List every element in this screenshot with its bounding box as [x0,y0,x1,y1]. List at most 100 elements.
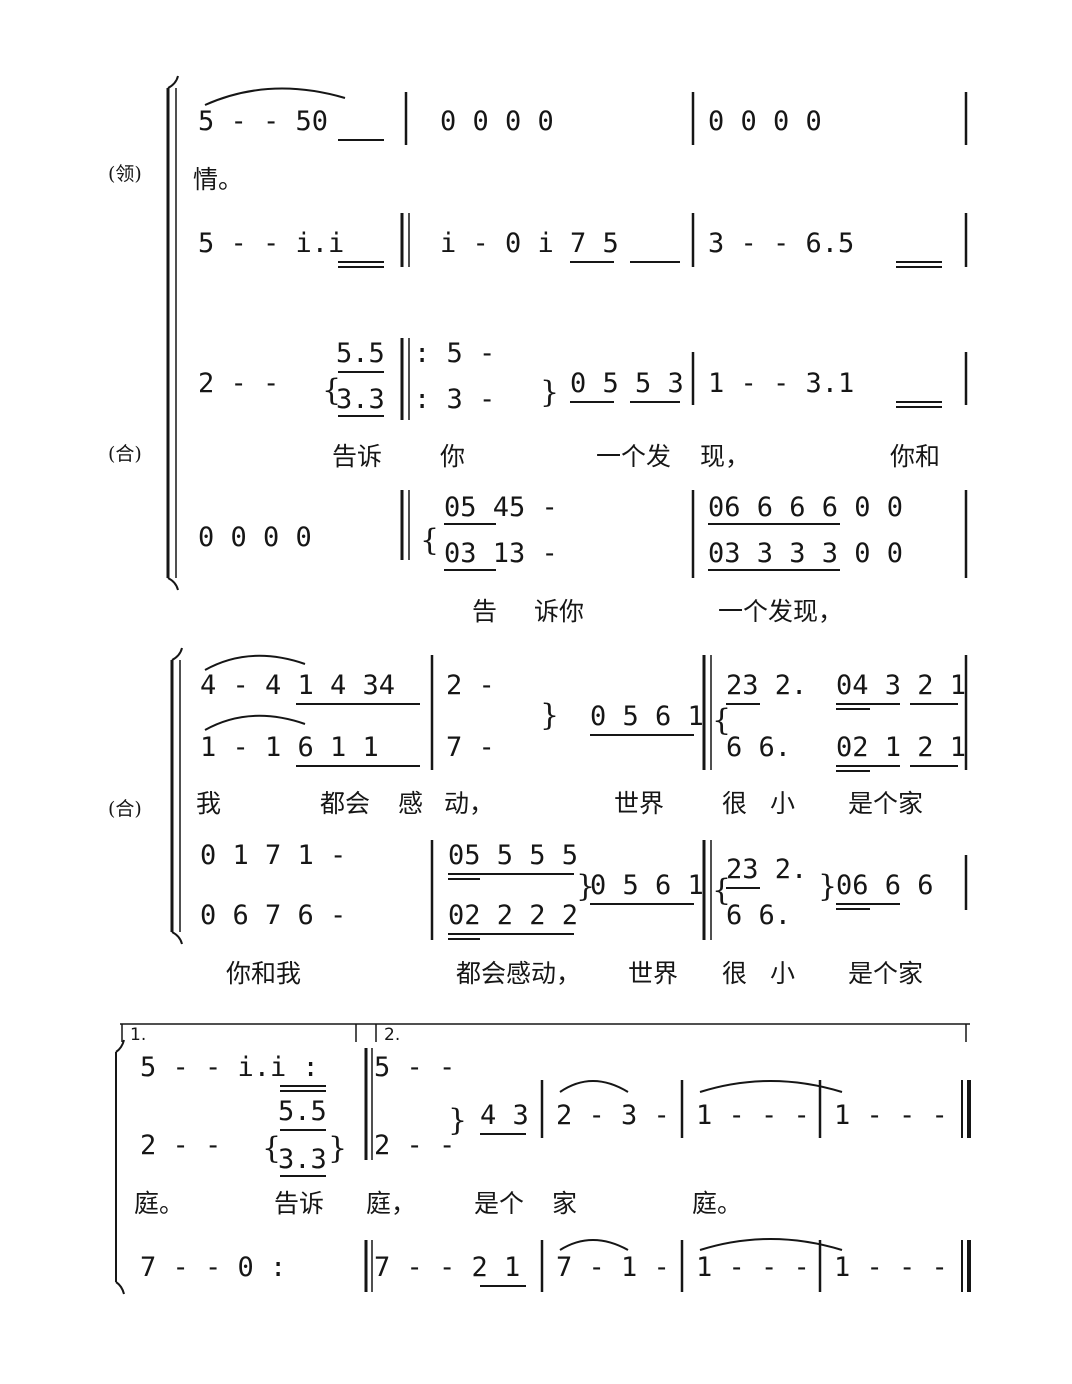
sys2-bass-top-2: 05 5 5 5 [448,840,578,871]
sys2-lyric-lower-4: 很 [722,959,747,988]
sys2-sop-measure-4: 04 3 2 1 [836,670,966,701]
sys2-bass-bottom-2: 02 2 2 2 [448,900,578,931]
chorus-alto-pickup: 2 - - [198,368,279,399]
sys2-alto-measure-1: 1 - 1 6 1 1 [200,732,379,763]
part-label-lead: (领) [108,163,142,185]
sys3-upper-ending-1: 5 - - i.i : [140,1052,319,1083]
svg-text:}: } [818,869,837,904]
part-label-chorus: (合) [108,443,142,465]
sys2-lyric-4: 动， [444,789,494,818]
sys2-sop-measure-3: 23 2. [726,670,807,701]
chorus-sop-measure-1: i - 0 i 7 5 [440,228,619,259]
chorus-alto-div-top: 5.5 [336,338,385,369]
lyric-4: 现， [700,442,750,471]
sys2-lyric-6: 很 [722,789,747,818]
system-2: (合) 4 - 4 1 4 34 2 - } 0 5 6 1 { 23 2. 0… [108,647,968,988]
sys3-bass-measure-3: 1 - - - [834,1252,948,1283]
sys2-bass-top-1: 0 1 7 1 - [200,840,346,871]
lead-measure-3: 0 0 0 0 [708,106,822,137]
sys2-lyric-7: 小 [770,789,795,818]
chorus-sop-pickup: 5 - - i.i [198,228,344,259]
sys2-alto-measure-4: 02 1 2 1 [836,732,966,763]
chorus-alto-measure-2: 1 - - 3.1 [708,368,854,399]
chorus-alto-repeat-bottom: : 3 - [414,384,495,415]
chorus-bass-top-2: 06 6 6 6 0 0 [708,492,903,523]
sys3-lower-div-bottom: 3.3 [278,1144,327,1175]
sys2-bass-top-4: 06 6 6 [836,870,934,901]
system-1: (领) (合) 5 - - 50 0 0 0 0 0 0 0 0 情。 5 - … [108,75,968,626]
slur [204,87,346,106]
sys2-lyric-5: 世界 [614,789,664,818]
sys2-lyric-8: 是个家 [848,789,923,818]
sys2-sop-pickup: 0 5 6 1 [590,701,704,732]
sys2-lyric-3: 感 [398,789,423,818]
sys3-upper-ending-2: 5 - - [374,1052,455,1083]
sys3-bass-ending-2: 7 - - 2 1 [374,1252,520,1283]
lyric-lower-1: 告 [472,597,497,626]
chorus-bass-pickup: 0 0 0 0 [198,522,312,553]
sys3-lyric-3: 庭， [366,1189,416,1218]
lyric-lower-2: 诉你 [534,597,584,626]
sys3-lower-div-top: 5.5 [278,1096,327,1127]
sys2-sop-measure-2: 2 - [446,670,495,701]
sys3-lower-ending-2: 2 - - [374,1130,455,1161]
lyric-lower-3: 一个发现， [718,597,843,626]
sys2-lyric-2: 都会 [320,789,370,818]
sys2-lyric-lower-1: 你和我 [226,959,301,988]
chorus-bass-bottom-1: 03 13 - [444,538,558,569]
sys2-lyric-1: 我 [196,789,221,818]
svg-text:{: { [420,523,439,558]
sys2-lyric-lower-3: 世界 [628,959,678,988]
lyric-3: 一个发 [596,442,671,471]
sys3-bass-measure-1: 7 - 1 - [556,1252,670,1283]
sys3-bass-measure-2: 1 - - - [696,1252,810,1283]
svg-text:}: } [540,375,559,410]
lead-lyric: 情。 [193,165,243,194]
lyric-2: 你 [440,442,465,471]
sys3-shared-measure-3: 1 - - - [834,1100,948,1131]
sys3-lyric-4: 是个 [474,1189,524,1218]
sys2-bass-bottom-1: 0 6 7 6 - [200,900,346,931]
svg-text:}: } [448,1103,467,1138]
lyric-5: 你和 [890,442,940,471]
sys2-alto-measure-3: 6 6. [726,732,791,763]
system-3: 1. 2. 5 - - i.i : 5 - - 2 - - { 5.5 3.3 … [115,1023,971,1295]
lead-measure-2: 0 0 0 0 [440,106,554,137]
lead-measure-1: 5 - - 50 [198,106,328,137]
chorus-alto-measure-1: 0 5 5 3 [570,368,684,399]
chorus-bass-bottom-2: 03 3 3 3 0 0 [708,538,903,569]
chorus-bass-top-1: 05 45 - [444,492,558,523]
sys3-shared-measure-1: 2 - 3 - [556,1100,670,1131]
sys2-alto-measure-2: 7 - [446,732,495,763]
sys3-shared-pickup: 4 3 [480,1100,529,1131]
sys3-bass-ending-1: 7 - - 0 : [140,1252,286,1283]
sys3-lyric-6: 庭。 [692,1189,742,1218]
lyric-1: 告诉 [332,442,382,471]
svg-text:}: } [576,869,595,904]
sys3-lyric-2: 告诉 [274,1189,324,1218]
sys3-lower-ending-1: 2 - - [140,1130,221,1161]
volta-2: 2. [384,1025,400,1045]
volta-1: 1. [130,1025,146,1045]
part-label-chorus-2: (合) [108,798,142,820]
sys2-lyric-lower-5: 小 [770,959,795,988]
svg-text:{: { [322,373,341,408]
svg-text:}: } [540,698,559,733]
chorus-sop-measure-2: 3 - - 6.5 [708,228,854,259]
sys3-lyric-5: 家 [552,1189,577,1218]
svg-text:{: { [712,703,731,738]
svg-text:{: { [262,1131,281,1166]
sys2-bass-top-3: 23 2. [726,854,807,885]
sys2-lyric-lower-2: 都会感动， [456,959,581,988]
sys2-bass-pickup: 0 5 6 1 [590,870,704,901]
chorus-alto-repeat-top: : 5 - [414,338,495,369]
chorus-alto-div-bottom: 3.3 [336,384,385,415]
sys3-lyric-1: 庭。 [134,1189,184,1218]
sys2-bass-bottom-3: 6 6. [726,900,791,931]
svg-text:}: } [328,1131,347,1166]
sys2-lyric-lower-6: 是个家 [848,959,923,988]
svg-text:{: { [712,873,731,908]
sys3-shared-measure-2: 1 - - - [696,1100,810,1131]
sys2-sop-measure-1: 4 - 4 1 4 34 [200,670,395,701]
